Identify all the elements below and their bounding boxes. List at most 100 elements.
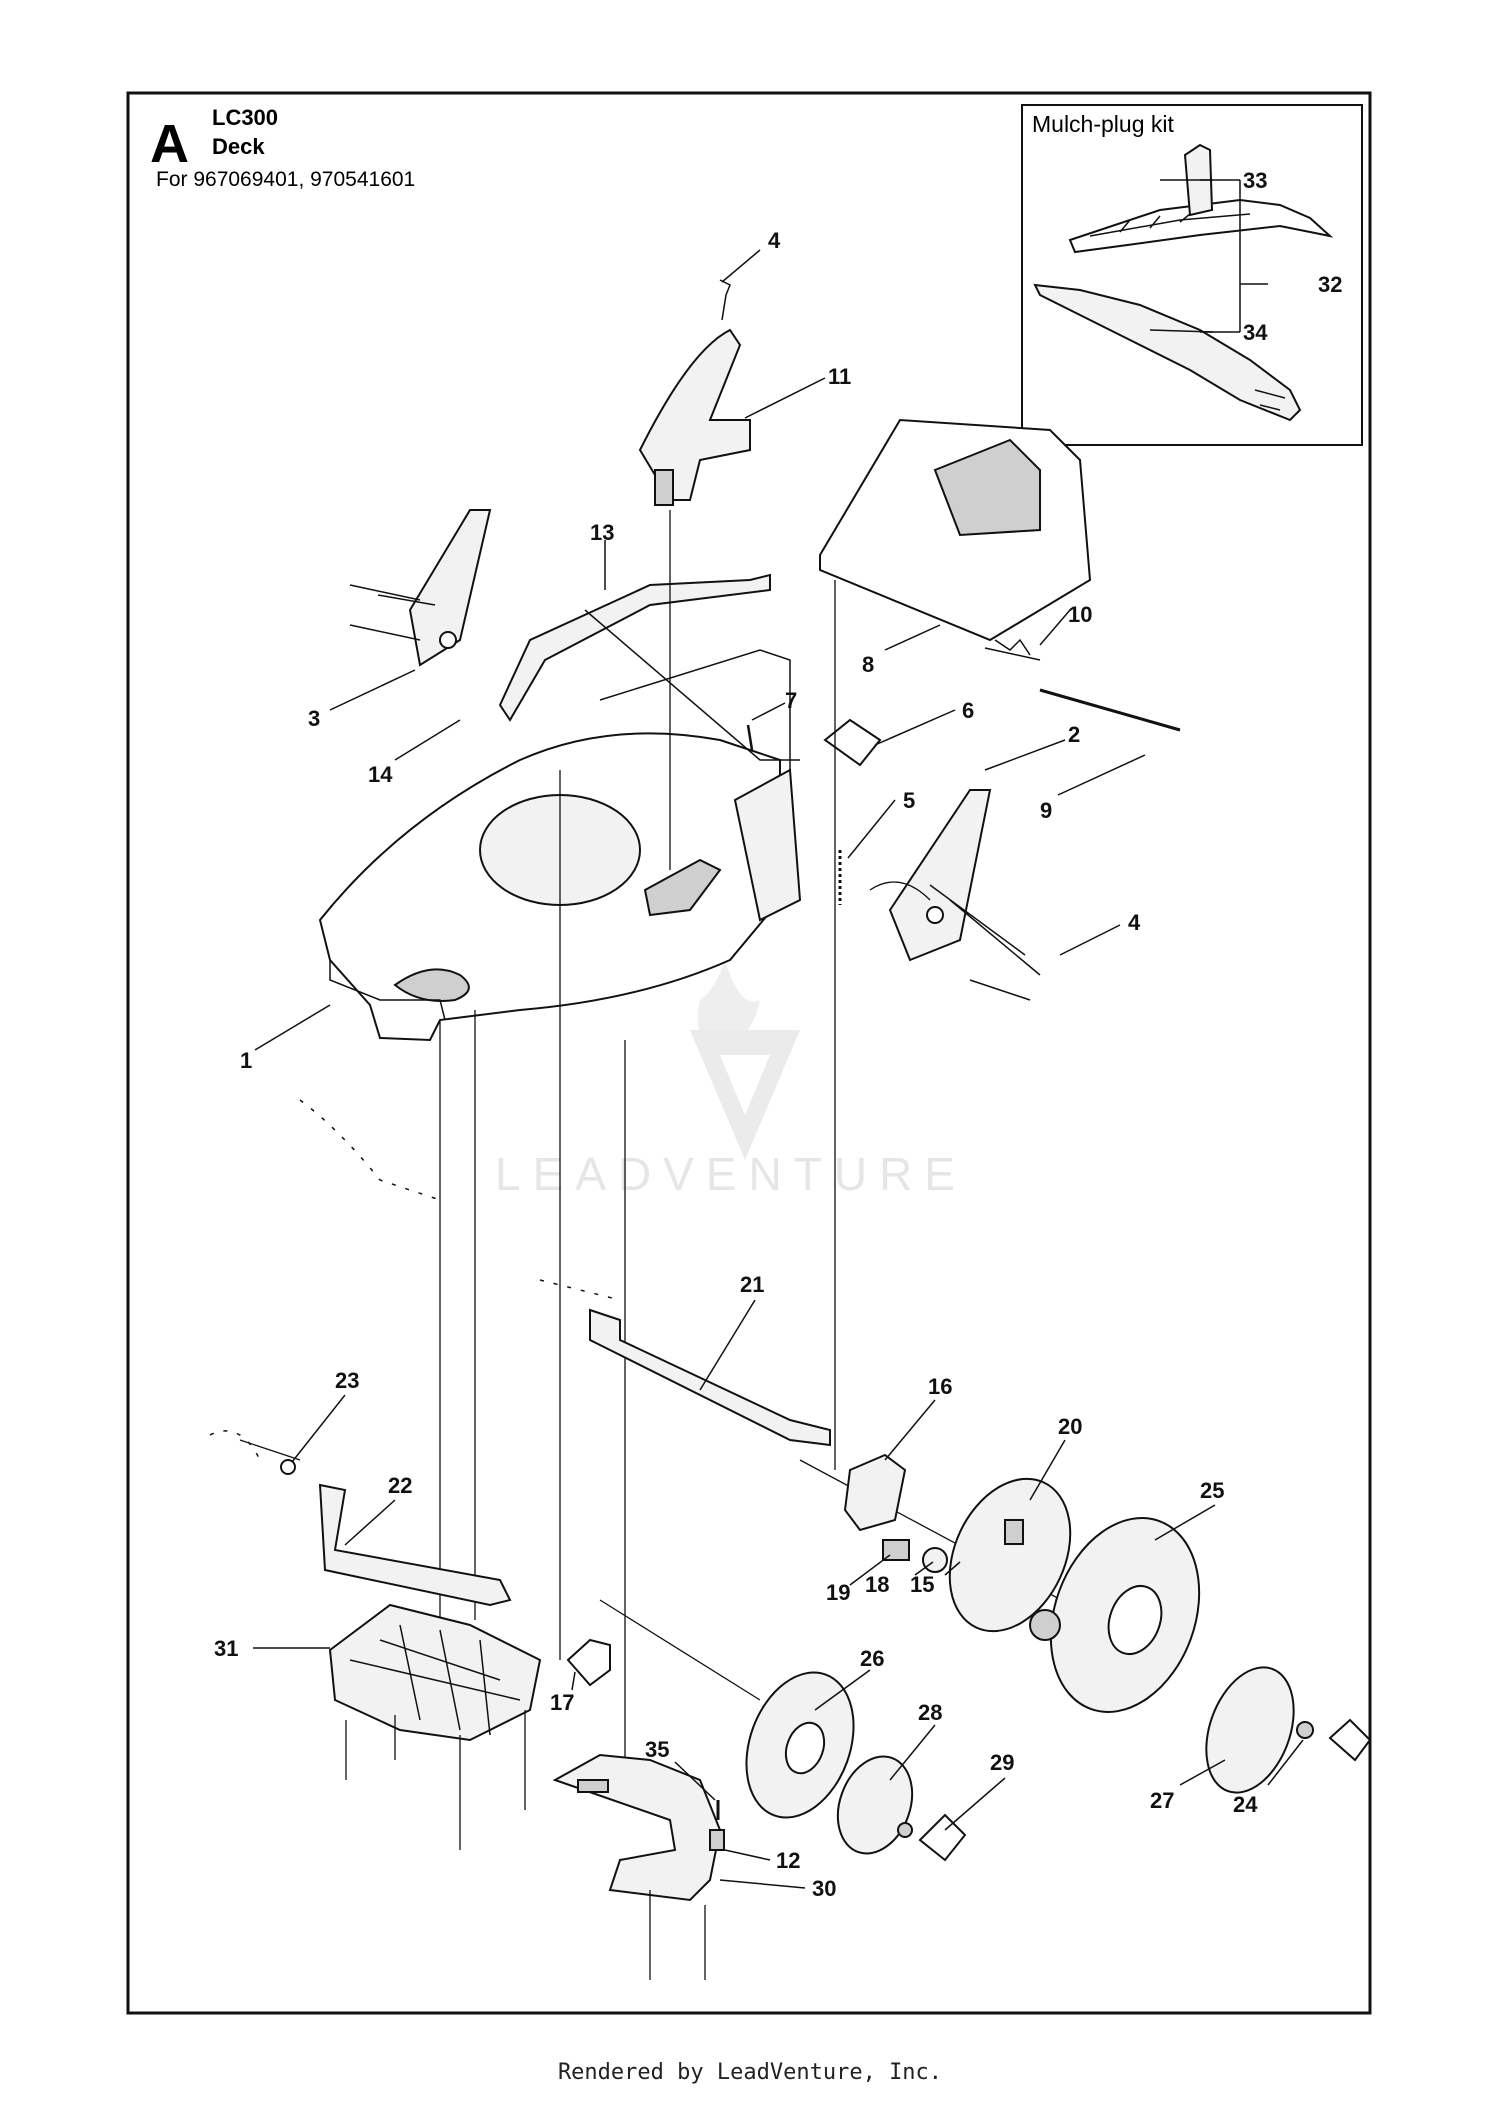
- callout-14: 14: [368, 762, 393, 787]
- mulch-plug-ribs: [1089, 213, 1251, 237]
- callout-11: 11: [828, 364, 851, 389]
- front-support-screws: [345, 1710, 526, 1850]
- rear-wheel-pinion: [1029, 1609, 1061, 1641]
- front-wheel: [745, 1671, 855, 1819]
- screw-7: [746, 724, 754, 751]
- callout-28: 28: [918, 1700, 942, 1725]
- blade-slots: [1254, 389, 1286, 411]
- height-lever: [638, 279, 751, 506]
- dashed-axle-arc-2: [209, 1430, 261, 1461]
- rear-skid-body: [552, 1753, 722, 1902]
- callout-33: 33: [1243, 168, 1267, 193]
- callout-20: 20: [1058, 1414, 1082, 1439]
- section-title: Deck: [212, 134, 265, 159]
- mulch-blade: [1033, 283, 1302, 422]
- callout-18: 18: [865, 1572, 889, 1597]
- deck-skirt-line: [329, 960, 446, 1021]
- callout-5: 5: [903, 788, 915, 813]
- rear-hubcap-disc: [1205, 1666, 1295, 1794]
- mulch-plug-part: [1068, 198, 1334, 254]
- diagram-frame: [126, 91, 1372, 2015]
- flap-spring: [984, 638, 1041, 661]
- right-bracket-plate: [888, 789, 992, 962]
- callout-26: 26: [860, 1646, 884, 1671]
- front-axle-end: [239, 1439, 301, 1461]
- front-support: [328, 1603, 542, 1850]
- callout-23: 23: [335, 1368, 359, 1393]
- front-support-frame: [328, 1603, 542, 1742]
- chute-clip: [823, 718, 882, 767]
- right-bracket-pivot: [926, 906, 944, 924]
- callout-29: 29: [990, 1750, 1014, 1775]
- handle-axle-line: [584, 609, 800, 761]
- watermark-text: LEADVENTURE: [495, 1148, 967, 1200]
- callout-6: 6: [962, 698, 974, 723]
- callout-24: 24: [1233, 1792, 1258, 1817]
- front-support-ribs: [349, 1624, 521, 1736]
- rear-wheel-hub: [1107, 1585, 1163, 1655]
- front-cap-knob: [918, 1813, 967, 1862]
- callout-22: 22: [388, 1473, 412, 1498]
- callout-7: 7: [785, 688, 797, 713]
- rear-flap-body: [819, 418, 1092, 642]
- rear-flap: [819, 418, 1181, 732]
- wheel-mount-16: [843, 1453, 907, 1532]
- callout-4-top: 4: [768, 228, 781, 253]
- handle-bracket-rod: [498, 573, 800, 761]
- callout-2: 2: [1068, 722, 1080, 747]
- section-letter: A: [150, 114, 189, 174]
- callout-27: 27: [1150, 1788, 1174, 1813]
- left-bracket-pivot: [439, 631, 457, 649]
- callout-10: 10: [1068, 602, 1092, 627]
- callout-19: 19: [826, 1580, 850, 1605]
- rear-flap-hinge-edge: [819, 569, 991, 641]
- callout-15: 15: [910, 1572, 934, 1597]
- rear-nut: [1296, 1721, 1314, 1739]
- rear-wheel: [1029, 1517, 1201, 1713]
- rear-axle: [589, 1308, 831, 1447]
- left-bracket-plate: [408, 509, 492, 667]
- left-wheel-bracket: [349, 509, 492, 667]
- rear-hubcap: [1205, 1666, 1372, 1794]
- front-nut: [897, 1822, 913, 1838]
- skid-screws: [649, 1890, 706, 1980]
- callout-21: 21: [740, 1272, 764, 1297]
- skid-clip-12: [709, 1829, 725, 1851]
- model-label: LC300: [212, 105, 278, 130]
- axle-washer: [280, 1459, 296, 1475]
- gear-cover: [948, 1477, 1072, 1633]
- callout-30: 30: [812, 1876, 836, 1901]
- gear-18: [922, 1547, 948, 1573]
- deck-front-handle: [393, 968, 470, 1002]
- callout-34: 34: [1243, 320, 1268, 345]
- footer-credit: Rendered by LeadVenture, Inc.: [557, 2060, 943, 2085]
- callout-numbers: 4 11 13 3 14 7 6 10 8 2 9 5 4 1 21 16 20…: [214, 168, 1342, 1901]
- callout-17: 17: [550, 1690, 574, 1715]
- callout-1: 1: [240, 1048, 252, 1073]
- callout-13: 13: [590, 520, 614, 545]
- callout-8: 8: [862, 652, 874, 677]
- front-hubcap-disc: [836, 1755, 914, 1855]
- rear-flap-recess: [933, 438, 1041, 537]
- callout-4-right: 4: [1128, 910, 1141, 935]
- mulch-plug-kit-inset: Mulch-plug kit: [1021, 104, 1363, 446]
- callout-9: 9: [1040, 798, 1052, 823]
- right-wheel-bracket: [888, 789, 1041, 1001]
- callout-12: 12: [776, 1848, 800, 1873]
- deck-small-parts: [746, 718, 882, 905]
- rear-cap-knob: [1328, 1718, 1372, 1762]
- left-bracket-bolts: [349, 584, 436, 641]
- applies-to-label: For 967069401, 970541601: [156, 168, 415, 191]
- inset-title: Mulch-plug kit: [1032, 111, 1174, 137]
- dashed-axle-arc-1: [299, 1099, 441, 1201]
- dashed-axle-line: [539, 1279, 621, 1301]
- gear-cover-disc: [948, 1477, 1072, 1633]
- wheel-mount-17: [566, 1638, 611, 1687]
- height-lever-body: [638, 328, 751, 501]
- right-bracket-bolts: [929, 884, 1041, 1001]
- front-wheel-hub: [784, 1721, 826, 1775]
- callout-16: 16: [928, 1374, 952, 1399]
- front-axle-line: [599, 1599, 761, 1701]
- handle-bracket-bar: [498, 573, 771, 722]
